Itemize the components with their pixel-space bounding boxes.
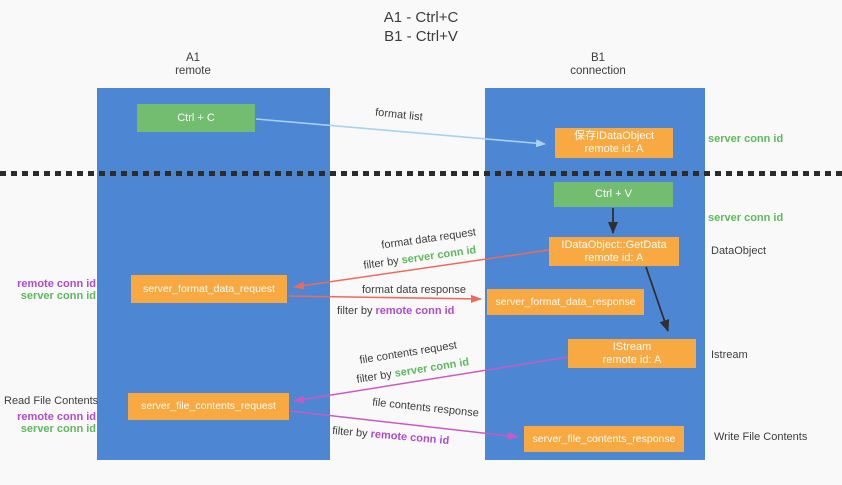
node-istream-line2: remote id: A <box>602 353 662 366</box>
write-file-contents-label: Write File Contents <box>714 431 808 443</box>
node-idataobject-getdata-line2: remote id: A <box>584 251 644 264</box>
arrow-format-data-request <box>293 249 550 290</box>
lane-header-b1: B1 connection <box>538 52 658 78</box>
node-server-file-contents-response-label: server_file_contents_response <box>532 432 676 445</box>
right-server-conn-id-label-1: server conn id <box>708 133 784 145</box>
remote-conn-id-text: remote conn id <box>375 305 455 317</box>
left-server-conn-id-label: server conn id <box>20 289 96 302</box>
node-istream: IStream remote id: A <box>568 339 696 368</box>
node-idataobject-getdata: IDataObject::GetData remote id: A <box>549 237 679 266</box>
left-remote-conn-id-label: remote conn id <box>17 278 96 290</box>
arrow-format-data-response <box>288 294 482 303</box>
lane-header-a1: A1 remote <box>133 52 253 78</box>
title-line-2: B1 - Ctrl+V <box>384 28 458 45</box>
right-server-conn-id-label-2: server conn id <box>708 212 784 224</box>
arrow-format-list <box>255 118 546 148</box>
node-server-file-contents-response: server_file_contents_response <box>524 426 684 452</box>
filter-by-text: filter by <box>337 305 373 317</box>
node-ctrl-v: Ctrl + V <box>554 182 673 207</box>
node-server-file-contents-request: server_file_contents_request <box>128 393 289 420</box>
node-istream-line1: IStream <box>612 340 652 353</box>
node-save-idataobject-line2: remote id: A <box>584 143 644 155</box>
node-server-format-data-request-label: server_format_data_request <box>143 282 275 295</box>
edge-label-format-data-response: format data response <box>362 284 466 296</box>
node-server-format-data-request: server_format_data_request <box>131 275 287 303</box>
node-ctrl-c: Ctrl + C <box>137 104 255 132</box>
left-server-conn-id-label: server conn id <box>20 422 96 435</box>
read-file-contents-label: Read File Contents <box>4 395 99 407</box>
node-server-format-data-response: server_format_data_response <box>487 289 644 315</box>
node-save-idataobject: 保存IDataObject remote id: A <box>555 128 673 158</box>
node-save-idataobject-line1: 保存IDataObject <box>573 130 655 142</box>
node-server-file-contents-request-label: server_file_contents_request <box>141 400 276 412</box>
edge-label-filter-by-remote-conn-id-1: filter by remote conn id <box>337 305 454 317</box>
left-conn-id-pair-file: remote conn id server conn id <box>4 411 96 435</box>
node-ctrl-v-label: Ctrl + V <box>595 188 632 200</box>
diagram-title: A1 - Ctrl+C B1 - Ctrl+V <box>0 8 842 46</box>
arrow-file-contents-response <box>289 410 519 440</box>
arrow-file-contents-request <box>293 356 569 404</box>
session-divider-dotted-line <box>0 171 842 176</box>
left-remote-conn-id-label: remote conn id <box>17 411 96 423</box>
lane-b1-name: B1 <box>590 52 606 64</box>
node-ctrl-c-label: Ctrl + C <box>177 111 215 124</box>
arrow-getdata-to-istream <box>645 266 670 332</box>
lane-a1-name: A1 <box>185 52 201 64</box>
istream-label: Istream <box>711 349 748 361</box>
node-server-format-data-response-label: server_format_data_response <box>495 295 636 308</box>
lane-b1-role: connection <box>570 65 626 77</box>
node-idataobject-getdata-line1: IDataObject::GetData <box>561 238 667 251</box>
left-conn-id-pair-format: remote conn id server conn id <box>4 278 96 302</box>
dataobject-label: DataObject <box>711 245 767 257</box>
title-line-1: A1 - Ctrl+C <box>383 9 459 26</box>
lane-a1-role: remote <box>175 65 211 77</box>
